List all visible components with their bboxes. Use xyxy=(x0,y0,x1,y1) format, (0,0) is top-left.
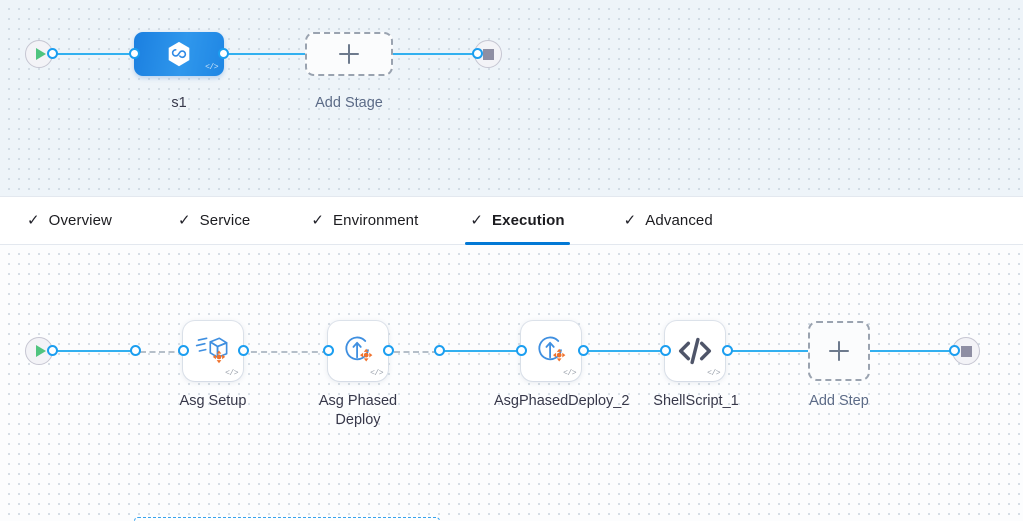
code-badge: </> xyxy=(370,369,383,378)
port-start-out[interactable] xyxy=(47,48,58,59)
plus-icon xyxy=(829,341,849,361)
port-asgsetup-out[interactable] xyxy=(238,345,249,356)
add-stage-label: Add Stage xyxy=(315,95,383,111)
step-label-shellscript-1: ShellScript_1 xyxy=(653,393,739,409)
code-badge: </> xyxy=(563,369,576,378)
edge-step4-to-addstep xyxy=(730,350,812,352)
code-badge: </> xyxy=(205,63,218,72)
step-node-asgphaseddeploy-2[interactable]: </> xyxy=(521,321,581,381)
harness-hex-icon xyxy=(168,41,190,67)
port-asgphased-out[interactable] xyxy=(383,345,394,356)
step-group-canary-deployment[interactable] xyxy=(134,517,440,521)
edge-stage-to-addstage xyxy=(220,53,310,55)
execution-canvas[interactable]: Canary Deployment xyxy=(0,245,1023,521)
tab-label: Overview xyxy=(48,212,112,229)
port-group-in[interactable] xyxy=(130,345,141,356)
step-node-asg-setup[interactable]: </> xyxy=(183,321,243,381)
tab-overview[interactable]: ✓ Overview xyxy=(25,197,114,245)
check-icon: ✓ xyxy=(470,212,484,229)
edge-addstage-to-end xyxy=(390,53,482,55)
stage-config-tabs[interactable]: ✓ Overview ✓ Service ✓ Environment ✓ Exe… xyxy=(0,196,1023,245)
stage-canvas[interactable]: </> s1 Add Stage xyxy=(0,0,1023,196)
play-icon xyxy=(35,345,46,357)
edge-step3-to-step4 xyxy=(586,350,668,352)
asg-deploy-icon xyxy=(538,336,566,362)
port-exec-start-out[interactable] xyxy=(47,345,58,356)
edge-start-to-stage xyxy=(52,53,138,55)
shell-script-icon xyxy=(678,337,712,365)
edge-group-to-asgsetup xyxy=(140,351,184,353)
step-label-asg-phased-deploy: Asg Phased Deploy xyxy=(318,393,398,428)
tab-label: Advanced xyxy=(645,212,713,229)
code-badge: </> xyxy=(225,369,238,378)
port-step4-in[interactable] xyxy=(660,345,671,356)
check-icon: ✓ xyxy=(27,212,40,229)
tab-label: Service xyxy=(199,212,251,229)
asg-deploy-icon xyxy=(345,336,373,362)
tab-advanced[interactable]: ✓ Advanced xyxy=(622,197,715,245)
step-label-asg-setup: Asg Setup xyxy=(179,393,247,409)
tab-underline xyxy=(465,241,570,245)
tab-service[interactable]: ✓ Service xyxy=(176,197,252,245)
stop-icon xyxy=(960,345,972,357)
edge-addstep-to-end xyxy=(870,350,962,352)
port-stage-out[interactable] xyxy=(218,48,229,59)
check-icon: ✓ xyxy=(623,212,637,229)
check-icon: ✓ xyxy=(177,212,191,229)
tab-label: Environment xyxy=(333,212,419,229)
asg-setup-icon xyxy=(195,337,228,364)
port-group-out[interactable] xyxy=(434,345,445,356)
tab-environment[interactable]: ✓ Environment xyxy=(309,197,420,245)
add-stage-button[interactable] xyxy=(305,32,393,76)
edge-group-to-step3 xyxy=(440,350,522,352)
step-node-shellscript-1[interactable]: </> xyxy=(665,321,725,381)
add-step-button[interactable] xyxy=(808,321,870,381)
edge-asgsetup-to-asgphased xyxy=(190,351,328,353)
tab-label: Execution xyxy=(492,212,565,229)
step-node-asg-phased-deploy[interactable]: </> xyxy=(328,321,388,381)
edge-asgphased-to-groupout xyxy=(394,351,438,353)
plus-icon xyxy=(339,44,359,64)
step-label-asgphaseddeploy-2: AsgPhasedDeploy_2 xyxy=(494,393,630,409)
tab-execution[interactable]: ✓ Execution xyxy=(465,197,570,245)
port-end-in[interactable] xyxy=(472,48,483,59)
add-step-label: Add Step xyxy=(809,393,869,409)
stop-icon xyxy=(482,48,494,60)
play-icon xyxy=(35,48,46,60)
port-step3-out[interactable] xyxy=(578,345,589,356)
stage-node-s1[interactable]: </> xyxy=(134,32,224,76)
edge-start-to-group xyxy=(52,350,138,352)
port-step4-out[interactable] xyxy=(722,345,733,356)
code-badge: </> xyxy=(707,369,720,378)
stage-label: s1 xyxy=(171,95,187,111)
port-step3-in[interactable] xyxy=(516,345,527,356)
port-exec-end-in[interactable] xyxy=(949,345,960,356)
check-icon: ✓ xyxy=(311,212,325,229)
port-stage-in[interactable] xyxy=(129,48,140,59)
port-asgsetup-in[interactable] xyxy=(178,345,189,356)
port-asgphased-in[interactable] xyxy=(323,345,334,356)
